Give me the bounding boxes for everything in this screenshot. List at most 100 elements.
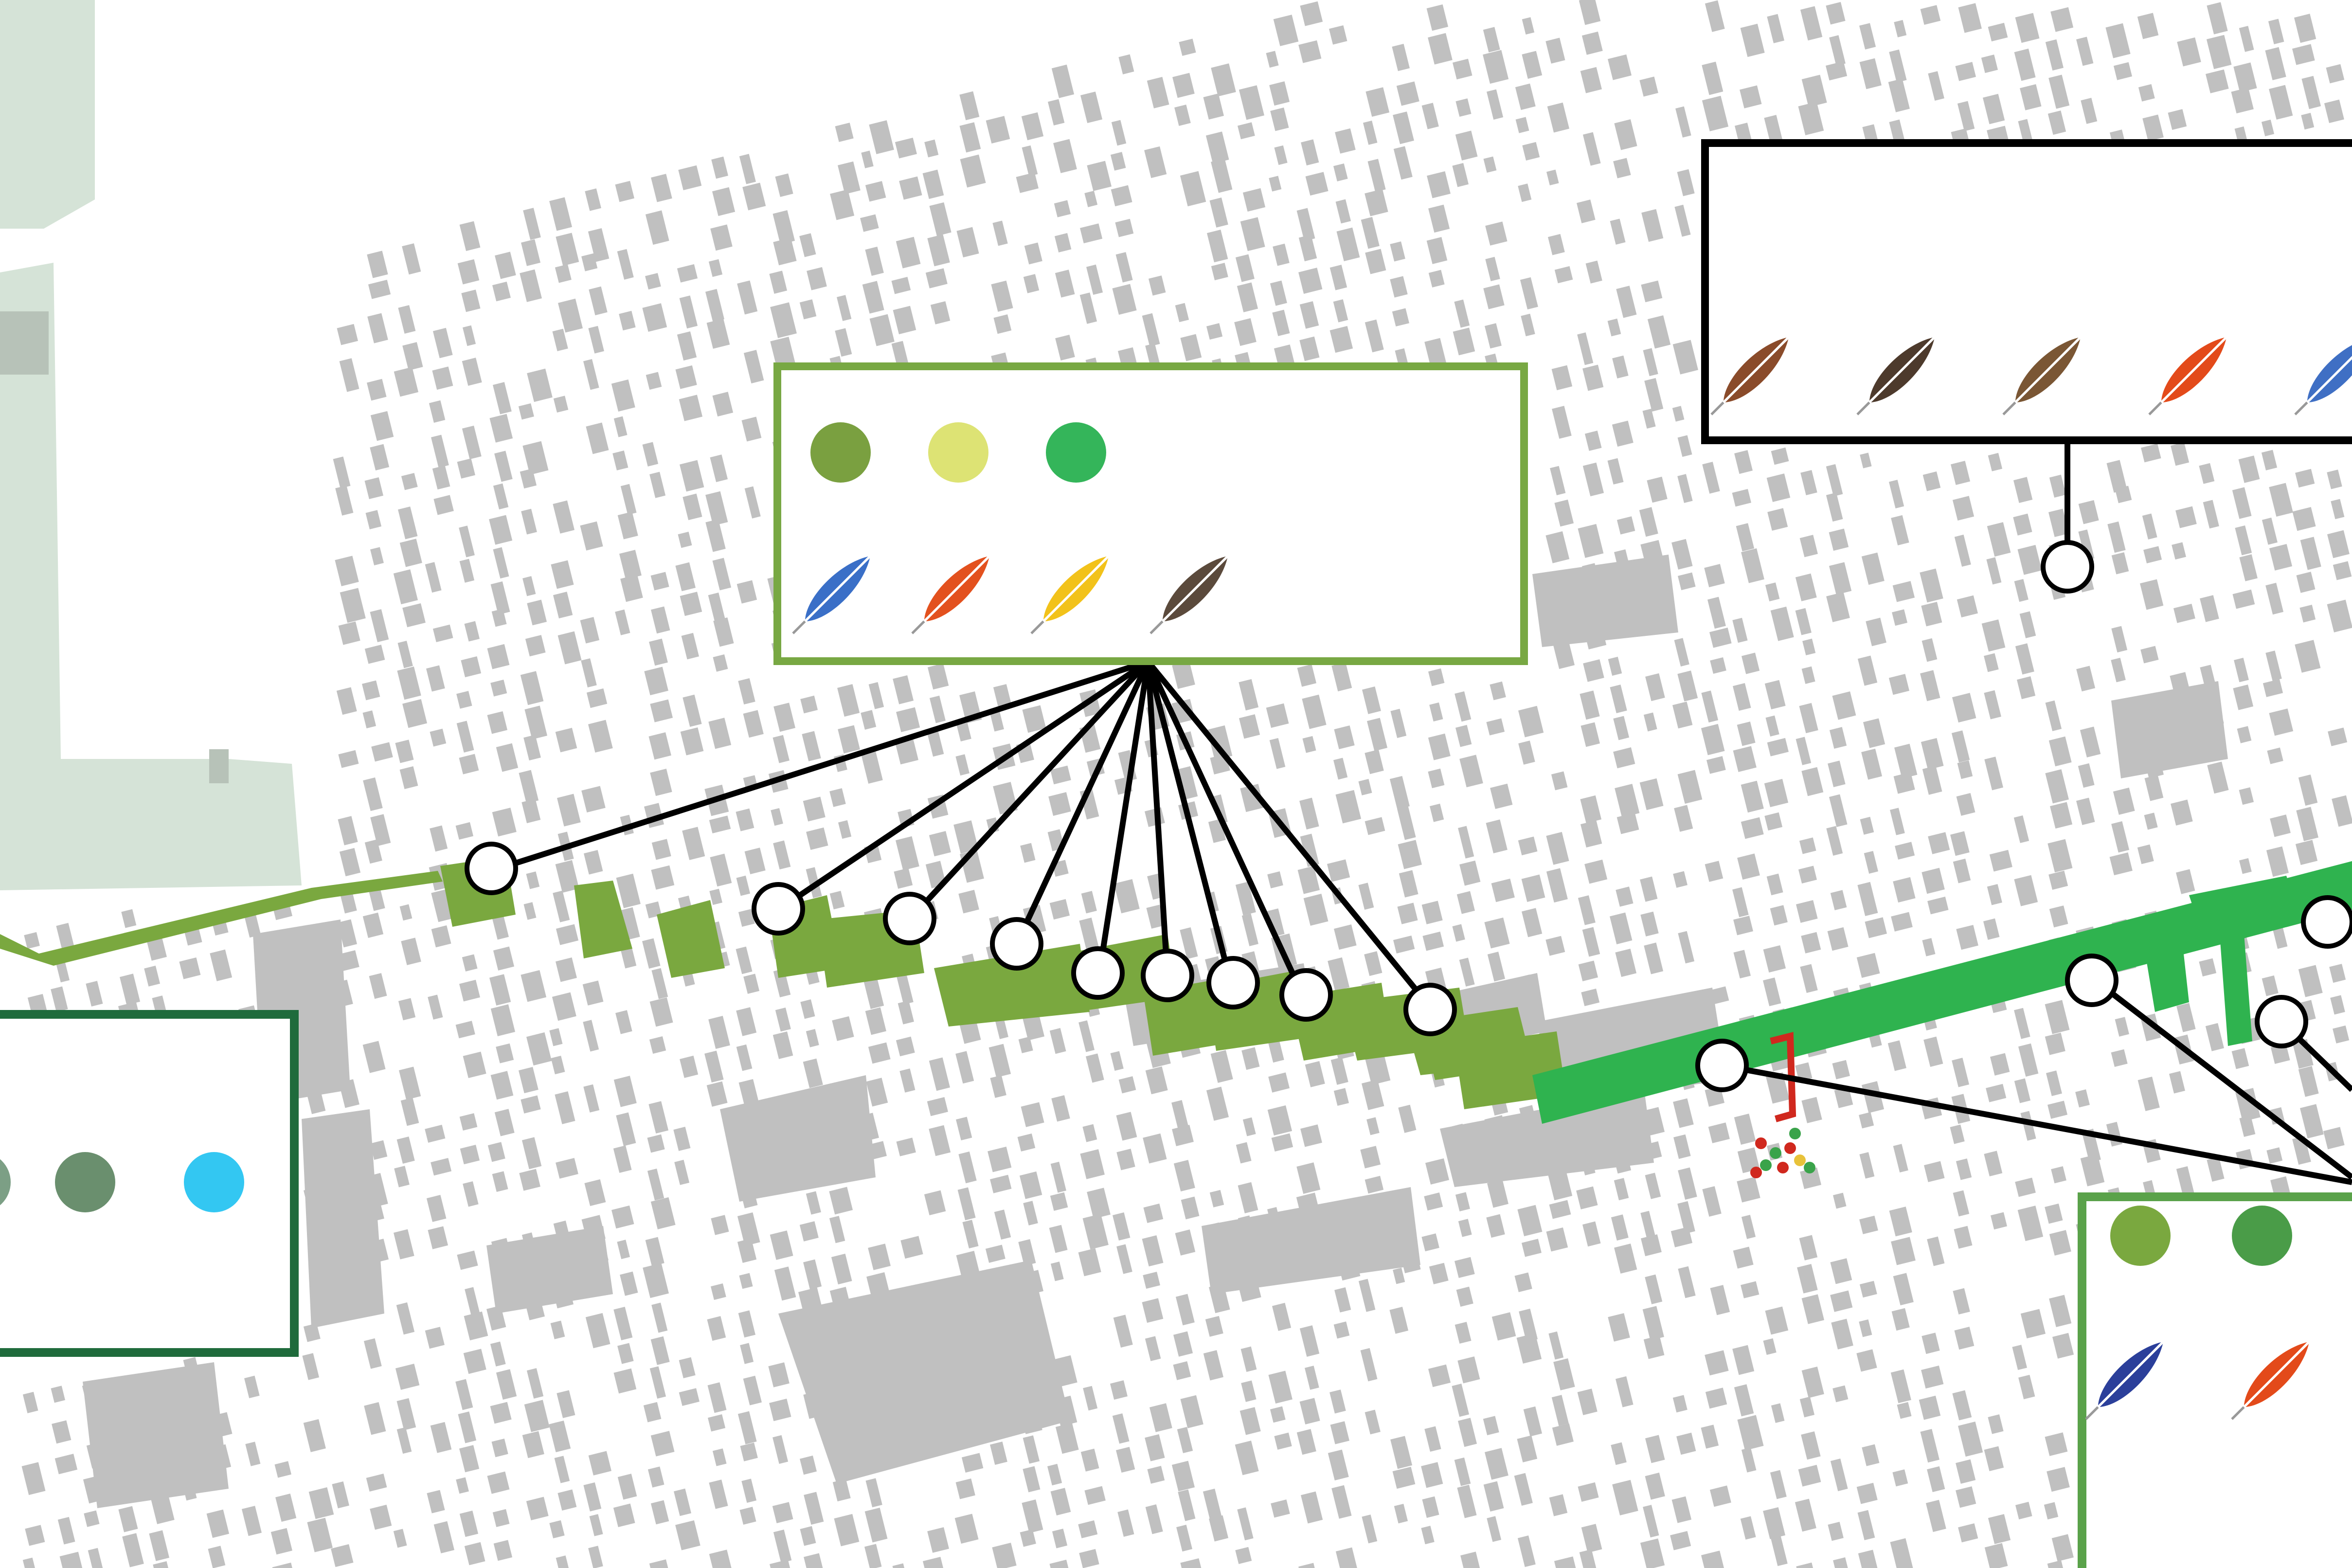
legend-olive-feathers <box>792 555 1229 634</box>
building <box>2205 1023 2224 1051</box>
building <box>370 1140 388 1160</box>
building <box>2013 815 2029 843</box>
building <box>1801 767 1824 796</box>
building <box>1643 1505 1659 1538</box>
building <box>1956 1459 1976 1484</box>
building <box>367 378 387 401</box>
building <box>2109 852 2133 876</box>
building <box>2014 48 2036 81</box>
map-marker[interactable] <box>1403 983 1457 1036</box>
building <box>1365 87 1390 117</box>
building <box>1110 1380 1128 1400</box>
building <box>1615 949 1637 977</box>
building <box>306 1090 326 1115</box>
building <box>1549 1200 1571 1219</box>
map-marker[interactable] <box>883 892 936 945</box>
building <box>1173 1160 1195 1192</box>
building <box>118 1506 138 1532</box>
building <box>804 1553 826 1568</box>
building <box>1457 1484 1477 1518</box>
building <box>121 909 137 928</box>
building <box>710 454 728 482</box>
building <box>1143 1203 1164 1223</box>
building <box>432 624 453 642</box>
map-marker[interactable] <box>752 882 805 936</box>
map-marker[interactable] <box>1206 956 1260 1009</box>
building <box>1891 515 1909 545</box>
building <box>896 1137 916 1156</box>
building <box>1020 843 1036 863</box>
building <box>2168 109 2187 130</box>
building <box>642 303 667 332</box>
building <box>1893 772 1915 794</box>
building <box>362 1041 386 1073</box>
building <box>1454 1457 1471 1486</box>
building <box>1830 1290 1853 1312</box>
building <box>1048 99 1065 126</box>
building <box>2327 469 2342 489</box>
building <box>1329 326 1353 353</box>
building <box>1732 488 1751 507</box>
map-marker[interactable] <box>465 842 518 895</box>
building <box>1333 1321 1350 1339</box>
building <box>2199 958 2217 977</box>
building <box>1113 879 1140 914</box>
building <box>1645 1172 1661 1199</box>
building <box>1111 185 1132 207</box>
building <box>519 770 539 804</box>
map-marker[interactable] <box>1279 968 1333 1022</box>
building <box>649 997 673 1027</box>
building <box>2048 870 2068 890</box>
building <box>1832 691 1856 720</box>
building <box>736 946 753 974</box>
building <box>1238 122 1255 140</box>
legend-green-swatches <box>2110 1206 2292 1266</box>
building <box>960 154 986 188</box>
building <box>896 236 921 269</box>
building <box>958 1151 977 1184</box>
building <box>2296 807 2319 841</box>
map-marker[interactable] <box>2041 540 2094 594</box>
building <box>2207 2 2228 35</box>
building <box>990 1442 1007 1465</box>
building <box>2050 802 2073 829</box>
building <box>1643 1335 1665 1359</box>
building <box>431 434 449 468</box>
building <box>1178 1489 1196 1521</box>
legend-swatch <box>928 422 988 483</box>
building <box>1084 191 1098 207</box>
building <box>1857 882 1878 916</box>
building <box>649 1559 672 1568</box>
building <box>526 1368 544 1399</box>
map-marker[interactable] <box>2301 895 2352 949</box>
map-marker[interactable] <box>2065 954 2119 1007</box>
building <box>1050 1161 1066 1193</box>
map-marker[interactable] <box>1695 1039 1749 1092</box>
building <box>428 994 443 1020</box>
building <box>1018 1239 1036 1266</box>
building <box>1741 817 1764 839</box>
building <box>1274 145 1288 165</box>
building <box>1927 1236 1945 1266</box>
building <box>585 188 601 211</box>
building <box>832 1478 851 1502</box>
building <box>307 1517 333 1552</box>
building <box>1889 49 1907 83</box>
building <box>1051 1095 1070 1122</box>
building <box>555 860 579 893</box>
building <box>1050 1262 1064 1281</box>
building <box>461 289 481 312</box>
building <box>1425 1158 1450 1185</box>
map-marker[interactable] <box>1141 949 1194 1002</box>
building <box>799 299 817 320</box>
map-marker[interactable] <box>2255 995 2308 1048</box>
building <box>1546 1227 1568 1252</box>
building <box>2270 1044 2290 1064</box>
building <box>1421 103 1439 129</box>
map-marker[interactable] <box>1071 946 1125 1000</box>
building <box>985 1244 1005 1263</box>
building <box>1894 19 1907 37</box>
building <box>1327 859 1350 882</box>
building <box>456 1477 469 1494</box>
map-marker[interactable] <box>990 917 1043 971</box>
